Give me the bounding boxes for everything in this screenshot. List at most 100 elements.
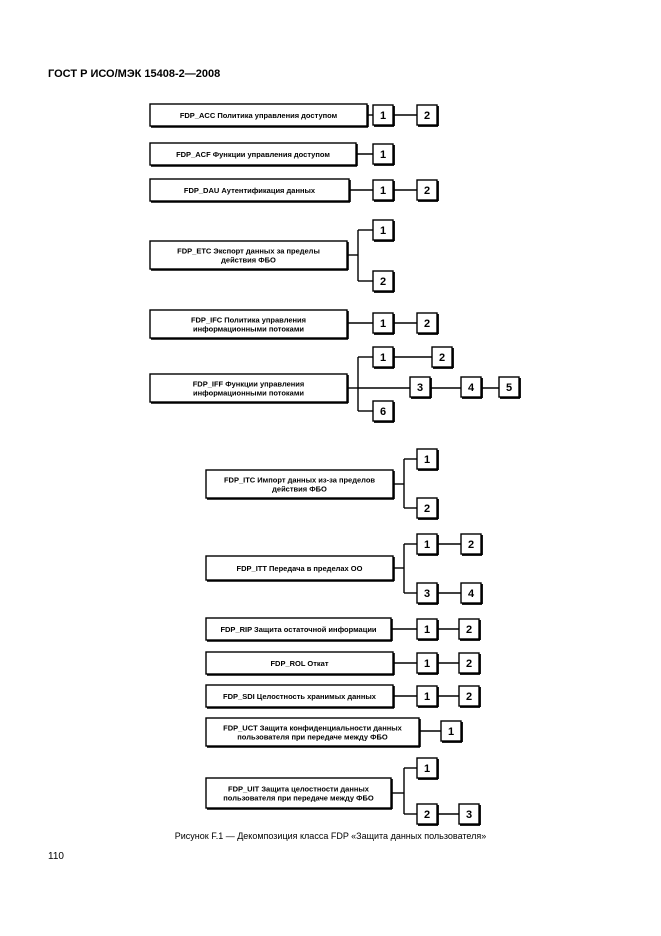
component-label: пользователя при передаче между ФБО xyxy=(237,733,388,742)
level-number: 1 xyxy=(424,454,430,466)
component-label: информационными потоками xyxy=(193,389,304,398)
component-dau: FDP_DAU Аутентификация данных 1 2 xyxy=(149,178,439,203)
level-number: 4 xyxy=(468,588,475,600)
level-number: 6 xyxy=(380,406,386,418)
component-box xyxy=(149,373,348,403)
level-box-frame xyxy=(460,582,482,604)
level-box: 2 xyxy=(458,618,481,641)
figure-caption: Рисунок F.1 — Декомпозиция класса FDP «З… xyxy=(174,831,487,841)
level-box: 1 xyxy=(416,685,439,708)
component-box xyxy=(205,555,394,581)
level-number: 1 xyxy=(424,624,430,636)
level-box: 5 xyxy=(498,376,521,399)
level-box: 1 xyxy=(440,720,463,743)
component-ifc: FDP_IFC Политика управленияинформационны… xyxy=(149,309,439,340)
level-box-frame xyxy=(372,104,394,126)
level-box: 2 xyxy=(431,346,454,369)
component-sdi: FDP_SDI Целостность хранимых данных 1 2 xyxy=(205,684,481,709)
component-itc: FDP_ITC Импорт данных из-за пределовдейс… xyxy=(205,448,439,520)
component-box xyxy=(205,717,420,747)
level-number: 1 xyxy=(380,318,386,330)
level-box-frame xyxy=(498,376,520,398)
level-number: 2 xyxy=(424,110,430,122)
level-number: 1 xyxy=(380,149,386,161)
level-box-frame xyxy=(372,143,394,165)
level-box: 2 xyxy=(416,104,439,127)
level-number: 2 xyxy=(380,276,386,288)
level-number: 2 xyxy=(424,503,430,515)
component-box xyxy=(205,469,394,499)
component-label: информационными потоками xyxy=(193,325,304,334)
level-number: 2 xyxy=(424,809,430,821)
component-box xyxy=(149,142,357,166)
component-label: FDP_UIT Защита целостности данных xyxy=(228,785,370,794)
level-number: 2 xyxy=(466,691,472,703)
level-box: 1 xyxy=(372,179,395,202)
component-label: FDP_ROL Откат xyxy=(270,659,328,668)
level-number: 1 xyxy=(448,726,454,738)
level-box-frame xyxy=(458,618,480,640)
level-number: 3 xyxy=(424,588,430,600)
component-rol: FDP_ROL Откат 1 2 xyxy=(205,651,481,676)
component-label: FDP_IFC Политика управления xyxy=(191,316,306,325)
level-box-frame xyxy=(431,346,453,368)
component-label: действия ФБО xyxy=(221,256,276,265)
level-box-frame xyxy=(416,312,438,334)
component-box xyxy=(205,777,392,809)
component-label: пользователя при передаче между ФБО xyxy=(223,794,374,803)
level-box: 1 xyxy=(416,618,439,641)
level-box: 1 xyxy=(372,143,395,166)
level-box: 2 xyxy=(416,312,439,335)
component-uct: FDP_UCT Защита конфиденциальности данных… xyxy=(205,717,463,748)
level-box-frame xyxy=(416,618,438,640)
level-box-frame xyxy=(458,652,480,674)
component-label: FDP_DAU Аутентификация данных xyxy=(184,186,316,195)
level-box: 3 xyxy=(409,376,432,399)
level-box: 3 xyxy=(458,803,481,826)
level-box: 1 xyxy=(416,652,439,675)
level-box-frame xyxy=(409,376,431,398)
page-header: ГОСТ Р ИСО/МЭК 15408-2—2008 xyxy=(48,68,221,80)
level-box-frame xyxy=(416,685,438,707)
level-box-frame xyxy=(416,803,438,825)
level-number: 1 xyxy=(424,691,430,703)
component-box xyxy=(205,684,394,708)
component-label: FDP_SDI Целостность хранимых данных xyxy=(223,692,377,701)
level-number: 1 xyxy=(380,185,386,197)
component-box xyxy=(149,103,368,127)
level-box-frame xyxy=(416,448,438,470)
level-box: 1 xyxy=(372,104,395,127)
component-uit: FDP_UIT Защита целостности данныхпользов… xyxy=(205,757,481,826)
level-box-frame xyxy=(416,179,438,201)
level-box: 2 xyxy=(458,652,481,675)
level-box-frame xyxy=(416,104,438,126)
level-number: 3 xyxy=(417,382,423,394)
level-box-frame xyxy=(372,400,394,422)
level-box: 3 xyxy=(416,582,439,605)
level-box-frame xyxy=(372,270,394,292)
level-number: 2 xyxy=(424,185,430,197)
level-box: 2 xyxy=(416,179,439,202)
level-box: 1 xyxy=(372,346,395,369)
component-iff: FDP_IFF Функции управленияинформационным… xyxy=(149,346,521,423)
level-box-frame xyxy=(372,219,394,241)
level-number: 5 xyxy=(506,382,512,394)
level-box-frame xyxy=(416,652,438,674)
level-number: 1 xyxy=(424,658,430,670)
level-box: 2 xyxy=(372,270,395,293)
component-label: FDP_ITC Импорт данных из-за пределов xyxy=(224,476,375,485)
level-number: 1 xyxy=(380,225,386,237)
component-label: действия ФБО xyxy=(272,485,327,494)
component-label: FDP_IFF Функции управления xyxy=(193,380,305,389)
level-box: 4 xyxy=(460,376,483,399)
component-box xyxy=(149,240,348,270)
level-box-frame xyxy=(458,685,480,707)
level-number: 1 xyxy=(424,539,430,551)
level-box-frame xyxy=(440,720,462,742)
level-box-frame xyxy=(416,757,438,779)
level-box-frame xyxy=(460,376,482,398)
level-box: 2 xyxy=(416,803,439,826)
